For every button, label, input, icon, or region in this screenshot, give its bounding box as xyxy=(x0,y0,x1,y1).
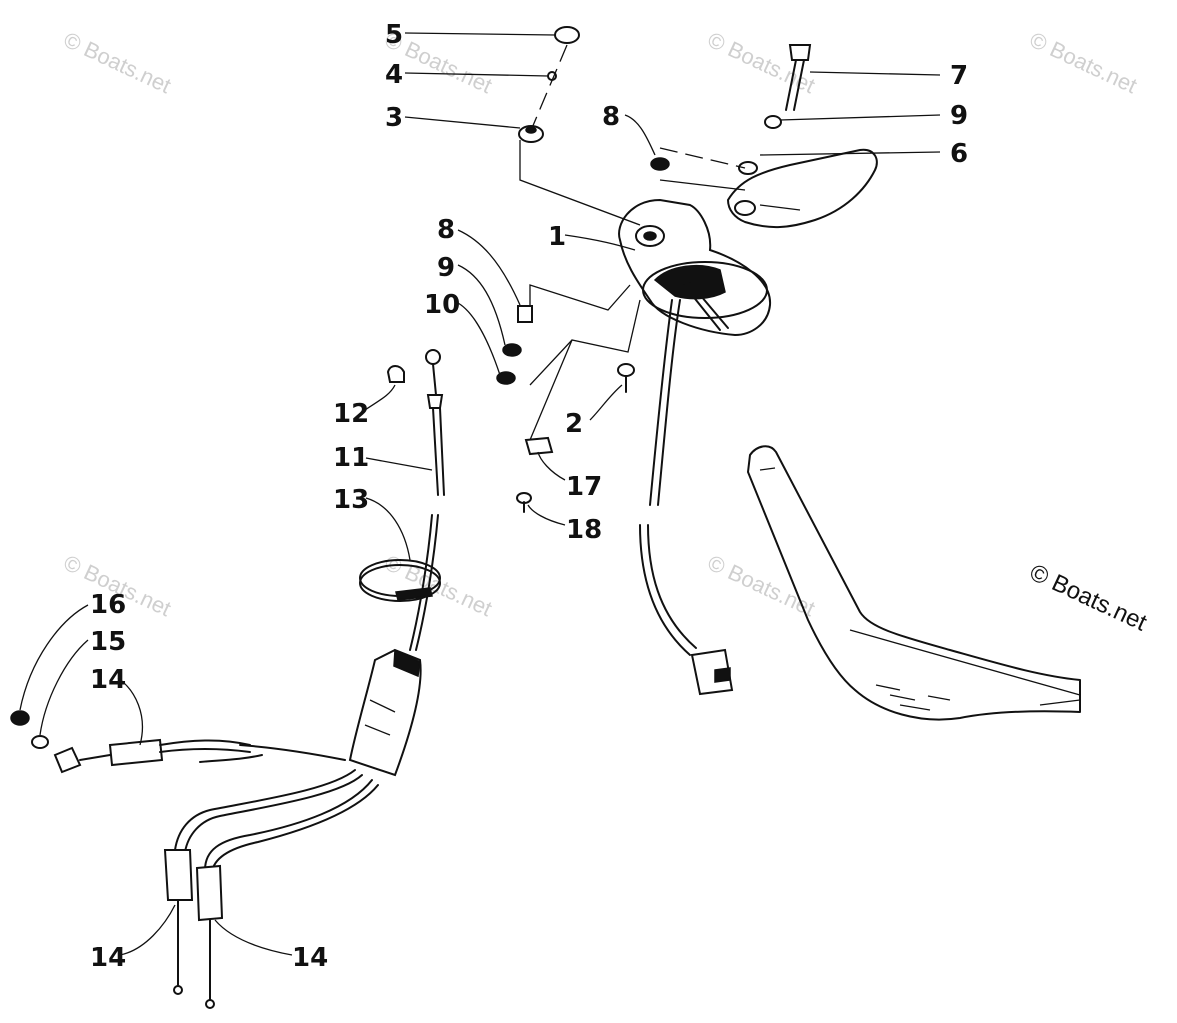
bolt xyxy=(785,44,812,111)
grommet xyxy=(518,125,544,143)
part-label-9: 9 xyxy=(950,101,968,131)
part-label-8: 8 xyxy=(602,102,620,132)
part-label-2: 2 xyxy=(565,409,583,439)
part-label-3: 3 xyxy=(385,103,403,133)
throttle-cable xyxy=(409,349,445,651)
choke-cable xyxy=(10,710,251,774)
leader-lines xyxy=(19,32,941,956)
part-label-11: 11 xyxy=(333,443,369,473)
part-label-4: 4 xyxy=(385,60,403,90)
cable-splitter xyxy=(348,648,422,777)
plate xyxy=(524,436,554,456)
assembly-lines xyxy=(519,44,746,441)
fastener-stack xyxy=(496,305,533,385)
part-label-5: 5 xyxy=(385,20,403,50)
cable-end xyxy=(386,365,405,383)
watermark: © Boats.net xyxy=(704,550,819,621)
part-label-14: 14 xyxy=(90,665,126,695)
part-label-7: 7 xyxy=(950,61,968,91)
part-label-18: 18 xyxy=(566,515,602,545)
part-label-17: 17 xyxy=(566,472,602,502)
washer xyxy=(764,115,782,129)
copyright-text: © Boats.net xyxy=(1025,559,1151,637)
throttle-housing xyxy=(618,198,772,337)
screw xyxy=(516,492,532,513)
part-label-14: 14 xyxy=(292,943,328,973)
part-labels: 5 4 3 8 7 9 6 1 8 9 10 2 17 18 12 11 13 … xyxy=(90,20,968,973)
part-label-16: 16 xyxy=(90,590,126,620)
watermark: © Boats.net xyxy=(1026,27,1141,98)
part-label-6: 6 xyxy=(950,139,968,169)
part-label-14: 14 xyxy=(90,943,126,973)
throttle-lever xyxy=(726,148,878,229)
part-label-10: 10 xyxy=(424,290,460,320)
part-label-12: 12 xyxy=(333,399,369,429)
handlebar-drawing xyxy=(747,445,1081,721)
part-label-9: 9 xyxy=(437,253,455,283)
part-label-8: 8 xyxy=(437,215,455,245)
part-label-13: 13 xyxy=(333,485,369,515)
part-label-15: 15 xyxy=(90,627,126,657)
part-label-1: 1 xyxy=(548,222,566,252)
split-cables xyxy=(163,744,379,1009)
watermark: © Boats.net xyxy=(60,27,175,98)
cap xyxy=(554,26,580,44)
nut xyxy=(650,157,670,171)
screw xyxy=(617,363,635,393)
wire-harness xyxy=(639,299,734,696)
watermark: © Boats.net xyxy=(704,27,819,98)
hose-clamp xyxy=(359,559,441,602)
